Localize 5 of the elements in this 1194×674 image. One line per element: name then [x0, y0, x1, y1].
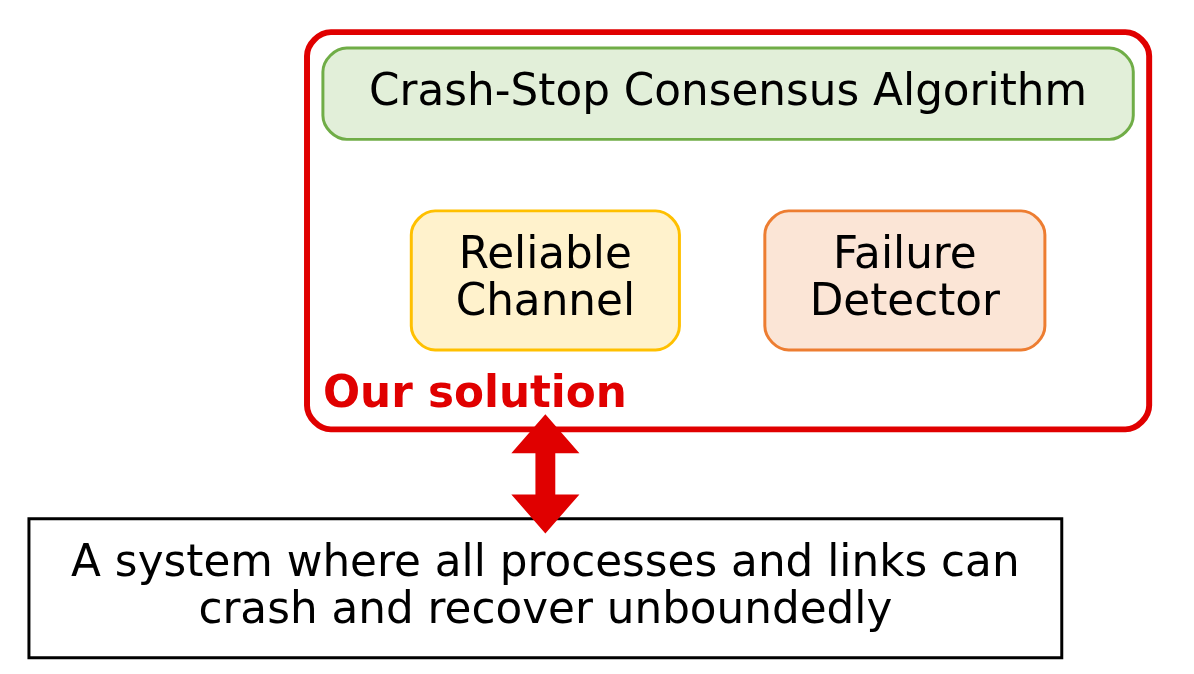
node-box: Failure Detector [763, 209, 1047, 352]
node-box: A system where all processes and links can crash and recover unboundedly [27, 517, 1064, 660]
arrow [511, 414, 580, 534]
node-box: Crash-Stop Consensus Algorithm [321, 46, 1135, 141]
node-box: Reliable Channel [409, 209, 681, 352]
